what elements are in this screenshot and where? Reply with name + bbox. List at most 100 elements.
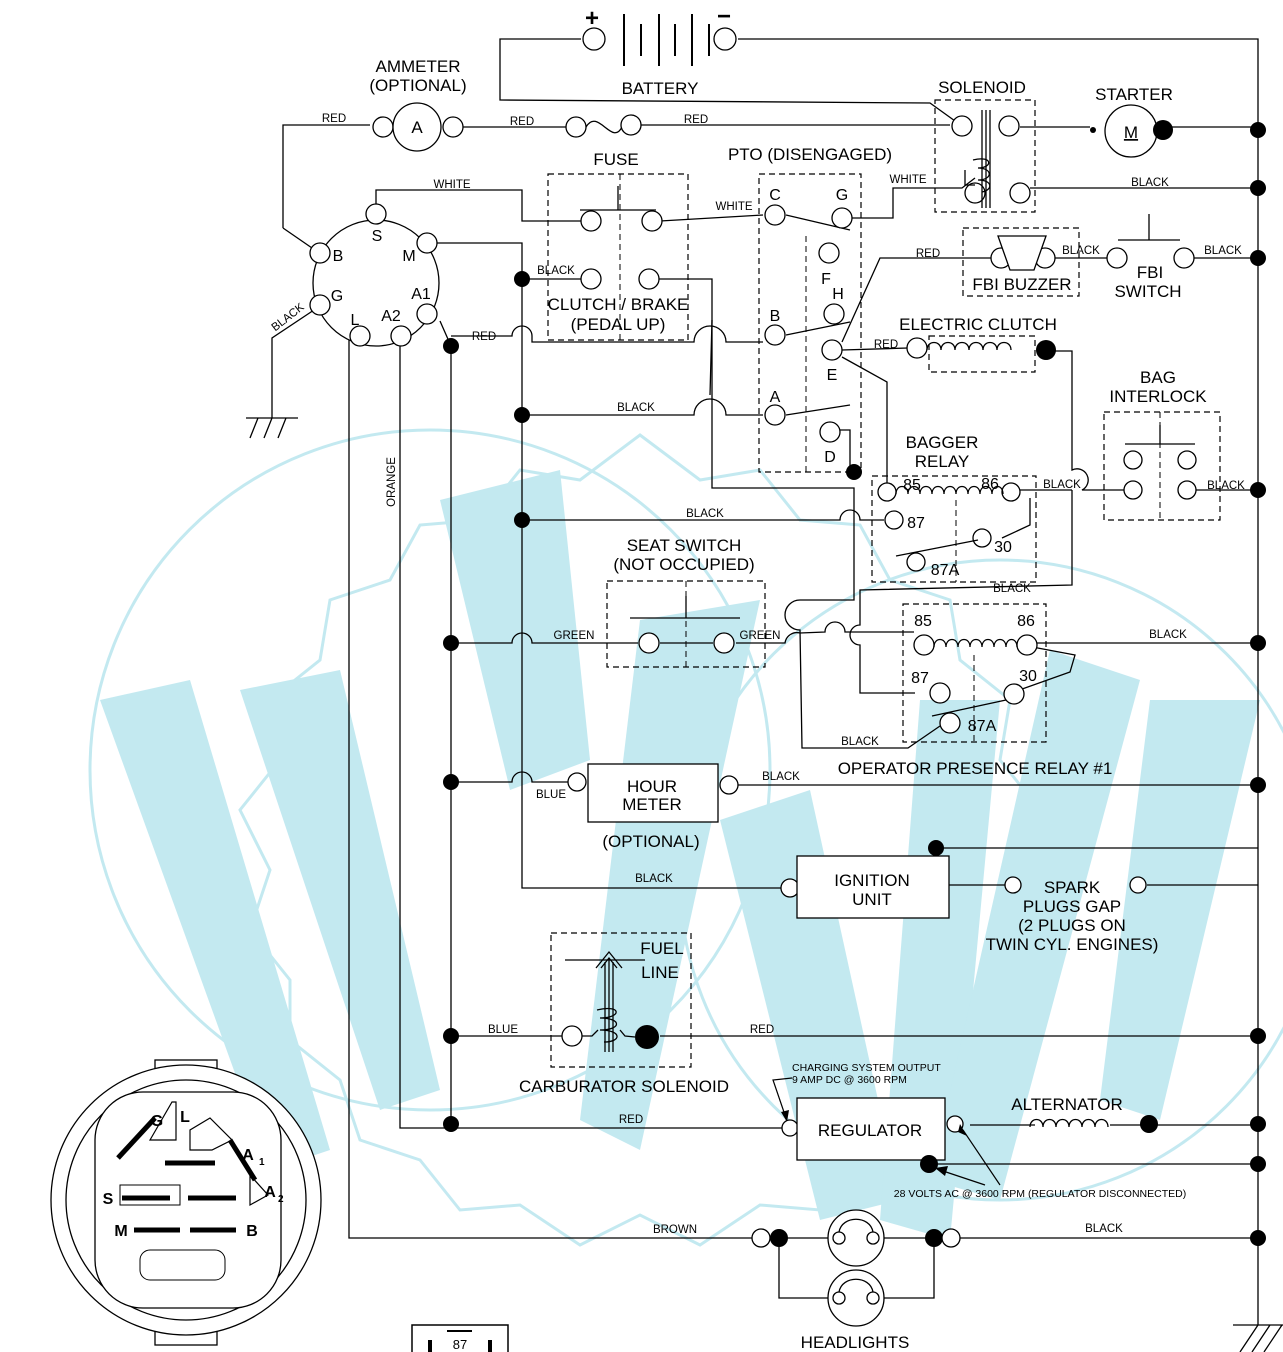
spark-plugs: SPARK PLUGS GAP (2 PLUGS ON TWIN CYL. EN… (986, 876, 1159, 954)
solenoid-label: SOLENOID (938, 78, 1026, 97)
starter-motor-symbol: M (1124, 123, 1138, 142)
clutch-brake-label: CLUTCH / BRAKE (548, 295, 689, 314)
conn-pin-a1: A (242, 1147, 254, 1164)
ignition-unit-label-2: UNIT (852, 890, 892, 909)
alternator: ALTERNATOR (1011, 1095, 1158, 1133)
fuse-label: FUSE (593, 150, 638, 169)
wire-label: ORANGE (386, 457, 398, 507)
fbi-buzzer-label: FBI BUZZER (972, 275, 1071, 294)
ign-terminal-g: G (331, 288, 343, 305)
pto-terminal-g: G (836, 187, 848, 204)
battery-plus: + (585, 5, 599, 32)
ign-terminal-s: S (372, 228, 383, 245)
ignition-switch: S M B G L A2 A1 (309, 203, 440, 347)
wire-label: WHITE (433, 179, 470, 191)
bagger-85: 85 (903, 477, 921, 494)
ign-terminal-l: L (351, 312, 360, 329)
pto-terminal-h: H (832, 286, 844, 303)
ignition-unit: IGNITION UNIT (780, 848, 950, 919)
fuse-link (565, 114, 642, 138)
op-relay-87a: 87A (968, 718, 997, 735)
pto-terminal-a: A (770, 389, 781, 406)
starter: STARTER M (1090, 85, 1173, 158)
fuel-line-label: FUEL (640, 939, 683, 958)
conn-pin-g: G (151, 1113, 163, 1130)
seat-switch-status: (NOT OCCUPIED) (613, 555, 754, 574)
wire-label: RED (472, 331, 496, 343)
spark-plugs-label: SPARK (1044, 878, 1101, 897)
wire-label: BLACK (1043, 479, 1081, 491)
spark-plugs-label-3: (2 PLUGS ON (1018, 916, 1126, 935)
hour-meter-label: HOUR (627, 777, 677, 796)
fbi-switch-label: FBI (1137, 263, 1163, 282)
hour-meter-label-2: METER (622, 795, 682, 814)
wire-label: BLACK (537, 265, 575, 277)
pto-terminal-e: E (827, 367, 838, 384)
hour-meter-optional: (OPTIONAL) (602, 832, 699, 851)
battery: + − BATTERY (582, 3, 737, 98)
fbi-switch: FBI SWITCH (1106, 214, 1195, 301)
conn-pin-m: M (114, 1223, 127, 1240)
starter-label: STARTER (1095, 85, 1173, 104)
conn-pin-a1-sub: 1 (259, 1157, 265, 1168)
pto-switch: PTO (DISENGAGED) C G F H B E A D (728, 145, 892, 473)
pto-label: PTO (DISENGAGED) (728, 145, 892, 164)
bagger-87a: 87A (931, 562, 960, 579)
pto-terminal-c: C (769, 187, 781, 204)
charging-output-spec: 9 AMP DC @ 3600 RPM (792, 1074, 907, 1086)
op-relay-85: 85 (914, 613, 932, 630)
op-relay-30: 30 (1019, 668, 1037, 685)
fuel-line-label-2: LINE (641, 963, 679, 982)
connector-end-view: G L A 1 S A 2 M B (50, 1059, 322, 1346)
wire-label: GREEN (740, 630, 781, 642)
wire-label: BLACK (1207, 480, 1245, 492)
spark-plugs-label-2: PLUGS GAP (1023, 897, 1121, 916)
ammeter-label: AMMETER (376, 57, 461, 76)
spark-plugs-label-4: TWIN CYL. ENGINES) (986, 935, 1159, 954)
wire-label: BLACK (1131, 177, 1169, 189)
wire-label: RED (684, 114, 708, 126)
operator-presence-relay: 85 86 87 30 87A OPERATOR PRESENCE RELAY … (838, 603, 1113, 778)
alternator-label: ALTERNATOR (1011, 1095, 1122, 1114)
electric-clutch: ELECTRIC CLUTCH (899, 315, 1057, 373)
ammeter-optional: (OPTIONAL) (369, 76, 466, 95)
fuse-clutch-box: FUSE CLUTCH / BRAKE (PEDAL UP) (547, 150, 689, 341)
wire-label: BLACK (1085, 1223, 1123, 1235)
ign-terminal-a2: A2 (381, 308, 401, 325)
relay-inset-87: 87 (453, 1337, 467, 1352)
headlights-label: HEADLIGHTS (801, 1333, 910, 1352)
bag-interlock: BAG INTERLOCK (1103, 368, 1221, 521)
conn-pin-a2: A (264, 1184, 276, 1201)
wire-label: BLACK (635, 873, 673, 885)
wire-label: BLACK (617, 402, 655, 414)
conn-pin-a2-sub: 2 (278, 1194, 284, 1205)
wire-label: BLACK (841, 736, 879, 748)
conn-pin-b: B (246, 1223, 258, 1240)
bag-interlock-label: BAG (1140, 368, 1176, 387)
carb-solenoid-label: CARBURATOR SOLENOID (519, 1077, 729, 1096)
wire-label: RED (510, 116, 534, 128)
pto-terminal-b: B (770, 308, 781, 325)
wire-label: BLACK (762, 771, 800, 783)
solenoid: SOLENOID (934, 78, 1036, 213)
wire-label: RED (322, 113, 346, 125)
pto-terminal-d: D (824, 449, 836, 466)
op-relay-87: 87 (911, 670, 929, 687)
wire-label: BLACK (993, 583, 1031, 595)
conn-pin-l: L (180, 1109, 190, 1126)
wire-label: RED (916, 248, 940, 260)
bagger-relay-label-2: RELAY (915, 452, 970, 471)
clutch-brake-pedal: (PEDAL UP) (571, 315, 666, 334)
wire-label: BLACK (686, 508, 724, 520)
electric-clutch-label: ELECTRIC CLUTCH (899, 315, 1057, 334)
wire-label: BLACK (270, 301, 307, 334)
wire-label: WHITE (889, 174, 926, 186)
op-relay-label: OPERATOR PRESENCE RELAY #1 (838, 759, 1113, 778)
bagger-87: 87 (907, 515, 925, 532)
bagger-relay: BAGGER RELAY 85 86 87 30 87A (871, 433, 1037, 583)
wire-label: WHITE (715, 201, 752, 213)
headlights: HEADLIGHTS (751, 1209, 961, 1352)
regulator: CHARGING SYSTEM OUTPUT 9 AMP DC @ 3600 R… (772, 1062, 1186, 1200)
volts-ac-label: 28 VOLTS AC @ 3600 RPM (REGULATOR DISCON… (894, 1188, 1186, 1200)
